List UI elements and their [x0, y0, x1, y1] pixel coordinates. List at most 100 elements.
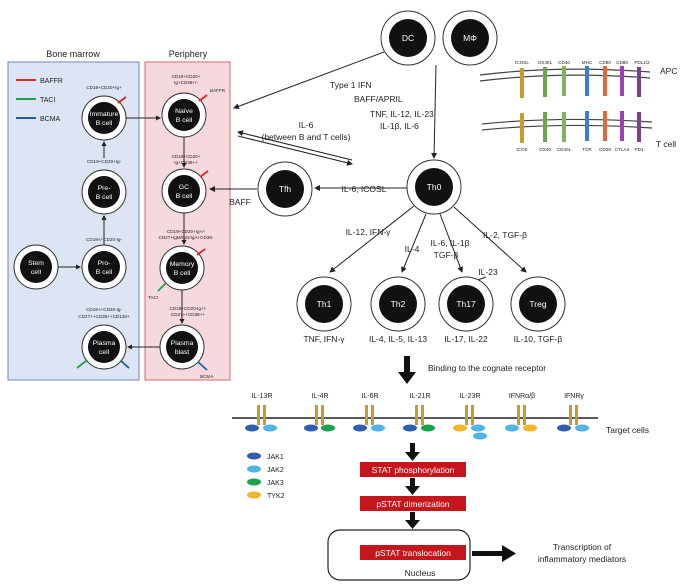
t-cell-label: T cell [656, 139, 676, 149]
tfh-cell: Tfh [257, 161, 313, 217]
t-marker-cd40l: CD40L [557, 147, 572, 152]
periphery-arrows [179, 137, 187, 324]
naive-markers-2: Ig+CD38+/- [174, 80, 198, 85]
t-marker-tcr: TCR [582, 147, 592, 152]
bone-marrow-title: Bone marrow [46, 49, 100, 59]
il6-label-2: (between B and T cells) [262, 132, 351, 142]
transcription-arrow [472, 545, 516, 562]
baff-april-label: BAFF/APRIL [354, 94, 403, 104]
pre-b-markers: CD19+CD20+Ig- [87, 159, 122, 164]
apc-t-cell-panel: ICOSL OX40L CD40 MHC CD80 CD86 PDL1/2 IC… [479, 60, 677, 152]
svg-text:blast: blast [175, 349, 189, 356]
binding-label: Binding to the cognate receptor [428, 363, 546, 373]
t-molecules [520, 111, 641, 143]
memory-b-cell: Memory B cell [157, 245, 206, 292]
svg-text:IL-4R: IL-4R [311, 393, 328, 400]
th17-inducer-1: IL-6, IL-1β [431, 238, 470, 248]
svg-text:Naïve: Naïve [175, 108, 193, 115]
svg-text:Th2: Th2 [391, 299, 406, 309]
jak2-swatch [247, 465, 261, 473]
pre-b-cell: Pre- B cell [81, 169, 127, 215]
svg-text:cell: cell [99, 349, 110, 356]
receptor-ifnrg: IFNRγ [557, 393, 589, 432]
t-marker-ctla4: CTLA4 [615, 147, 630, 152]
jak3-label: JAK3 [267, 480, 284, 487]
svg-text:pSTAT translocation: pSTAT translocation [375, 548, 451, 558]
svg-text:IFNRγ: IFNRγ [564, 393, 584, 400]
svg-text:Th1: Th1 [317, 299, 332, 309]
receptor-il21r: IL-21R [403, 393, 435, 432]
jak1-label: JAK1 [267, 454, 284, 461]
top-arrows [233, 51, 438, 166]
svg-text:Th0: Th0 [427, 182, 442, 192]
svg-text:B cell: B cell [174, 270, 191, 277]
svg-text:B cell: B cell [176, 193, 193, 200]
jak2-label: JAK2 [267, 467, 284, 474]
svg-text:Immature: Immature [90, 111, 119, 118]
apc-marker-cd80: CD80 [599, 60, 611, 65]
t-membrane [481, 118, 653, 125]
step-arrows [405, 443, 420, 529]
bcma-legend-label: BCMA [40, 116, 61, 123]
immature-markers: CD19+CD20+Ig+ [86, 85, 122, 90]
tfh-arrows [209, 185, 408, 192]
th17-outputs: IL-17, IL-22 [444, 334, 488, 344]
dc-cell: DC [380, 10, 436, 66]
svg-text:B cell: B cell [96, 269, 113, 276]
th2-inducer: IL-4 [405, 244, 420, 254]
svg-text:Treg: Treg [529, 299, 546, 309]
receptor-il23r: IL-23R [453, 393, 487, 440]
apc-marker-ox40l: OX40L [538, 60, 553, 65]
svg-text:Tfh: Tfh [279, 184, 292, 194]
receptor-legend: BAFFR TACI BCMA [16, 78, 63, 123]
t-membrane-inner [481, 124, 653, 131]
t-marker-pd1: PD1 [635, 147, 644, 152]
svg-text:IL-13R: IL-13R [251, 393, 272, 400]
naive-markers-1: CD19+CD20+ [172, 74, 201, 79]
apc-marker-icosl: ICOSL [515, 60, 529, 65]
macrophage-cell: MΦ [442, 10, 498, 66]
apc-marker-mhc: MHC [582, 60, 593, 65]
th17-cell: Th17 [438, 276, 494, 332]
step-pstat-translocation: pSTAT translocation [360, 545, 466, 560]
tyk2-label: TYK2 [267, 493, 285, 500]
taci-legend-label: TACI [40, 97, 55, 104]
cytokines-label-2: IL-1β, IL-6 [380, 121, 419, 131]
apc-label: APC [660, 66, 677, 76]
pro-b-cell: Pro- B cell [81, 244, 127, 290]
stem-cell: Stem cell [13, 244, 59, 290]
memory-markers-2: CD27+IgM/IgG/IgA+CD38- [159, 235, 214, 240]
nucleus-box [327, 529, 471, 581]
svg-text:cell: cell [31, 269, 42, 276]
bcma-tag: BCMA [200, 374, 214, 379]
th-branch-arrows [329, 205, 527, 284]
th17-extra: IL-23 [478, 267, 498, 277]
t-marker-cd28: CD28 [599, 147, 611, 152]
receptor-il4r: IL-4R [304, 393, 335, 432]
svg-text:Stem: Stem [28, 260, 44, 267]
svg-text:STAT phosphorylation: STAT phosphorylation [372, 465, 455, 475]
immature-b-cell: Immature B cell [81, 95, 127, 141]
svg-text:B cell: B cell [176, 117, 193, 124]
jak-legend: JAK1 JAK2 JAK3 TYK2 [247, 452, 285, 500]
jak1-swatch [247, 452, 261, 460]
step-stat-phosphorylation: STAT phosphorylation [360, 462, 466, 477]
taci-tag: TACI [148, 295, 158, 300]
receptor-il6r: IL-6R [353, 393, 385, 432]
gc-b-cell: GC B cell [161, 168, 209, 214]
baffr-tag: BAFFR [210, 88, 226, 93]
svg-text:IL-21R: IL-21R [409, 393, 430, 400]
nucleus-label: Nucleus [405, 568, 436, 578]
tyk2-swatch [247, 491, 261, 499]
gc-markers-1: CD19+CD20+ [172, 154, 201, 159]
treg-outputs: IL-10, TGF-β [514, 334, 563, 344]
cytokines-label-1: TNF, IL-12, IL-23 [370, 109, 434, 119]
binding-arrow [398, 356, 416, 384]
svg-text:MΦ: MΦ [463, 33, 477, 43]
plasma-cell: Plasma cell [76, 324, 130, 370]
svg-text:B cell: B cell [96, 120, 113, 127]
apc-marker-cd40: CD40 [558, 60, 570, 65]
apc-marker-pdl: PDL1/2 [634, 60, 650, 65]
th2-cell: Th2 [370, 276, 426, 332]
svg-text:Th17: Th17 [456, 299, 476, 309]
